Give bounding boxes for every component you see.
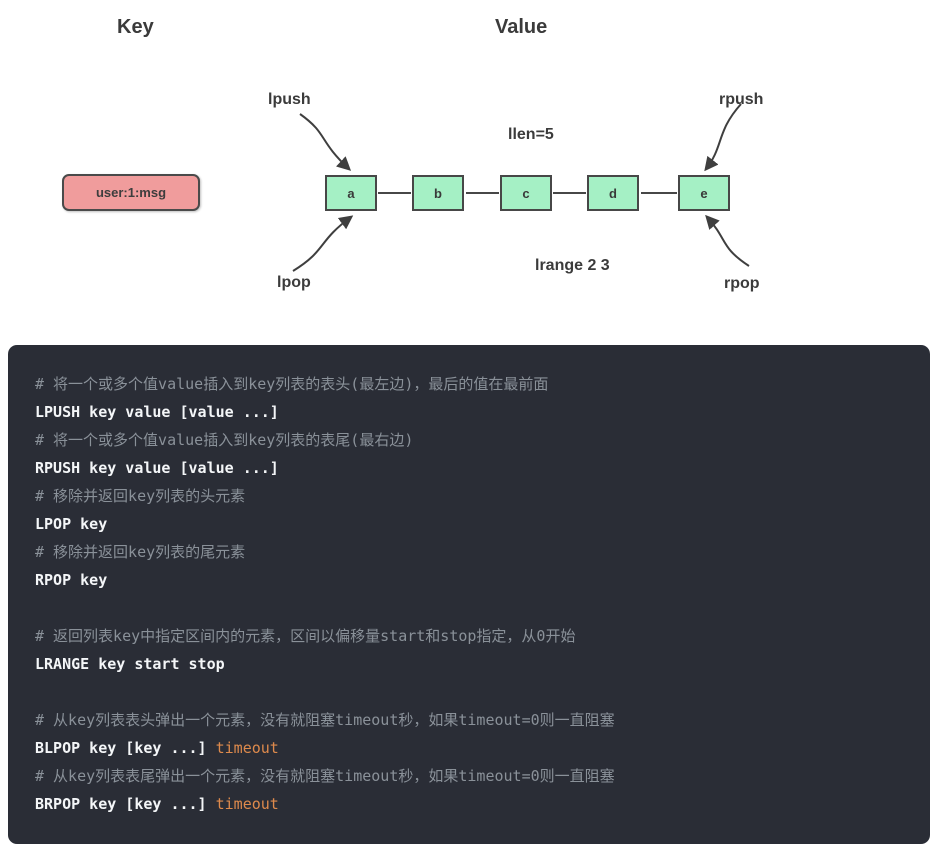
command-text: LPOP key (35, 515, 108, 533)
code-line: # 返回列表key中指定区间内的元素，区间以偏移量start和stop指定，从0… (35, 622, 910, 650)
timeout-arg: timeout (215, 739, 279, 757)
code-line: LPUSH key value [value ...] (35, 398, 910, 426)
lpop-arrow (292, 215, 354, 272)
code-line: BRPOP key [key ...] timeout (35, 790, 910, 818)
lpop-label: lpop (277, 274, 311, 291)
value-column-title: Value (495, 16, 548, 38)
code-line: LPOP key (35, 510, 910, 538)
redis-list-diagram: Key Value user:1:msg a b c d e lpush rpu… (0, 0, 938, 345)
timeout-arg: timeout (215, 795, 279, 813)
code-line: # 从key列表表尾弹出一个元素，没有就阻塞timeout秒，如果timeout… (35, 762, 910, 790)
comment-text: # 从key列表表尾弹出一个元素，没有就阻塞timeout秒，如果timeout… (35, 767, 615, 785)
code-line-blank (35, 678, 910, 706)
code-line: # 移除并返回key列表的头元素 (35, 482, 910, 510)
arrow-layer (292, 103, 750, 272)
comment-text: # 将一个或多个值value插入到key列表的表尾(最右边) (35, 431, 414, 449)
list-node-b: b (412, 175, 464, 211)
lpush-arrow (299, 113, 352, 171)
code-line: # 从key列表表头弹出一个元素，没有就阻塞timeout秒，如果timeout… (35, 706, 910, 734)
llen-label: llen=5 (508, 126, 554, 143)
list-node-e: e (678, 175, 730, 211)
command-text: RPOP key (35, 571, 108, 589)
command-text: BRPOP key [key ...] (35, 795, 216, 813)
code-line: # 将一个或多个值value插入到key列表的表尾(最右边) (35, 426, 910, 454)
comment-text: # 将一个或多个值value插入到key列表的表头(最左边)，最后的值在最前面 (35, 375, 549, 393)
rpop-label: rpop (724, 275, 760, 292)
code-line: RPUSH key value [value ...] (35, 454, 910, 482)
code-line: # 将一个或多个值value插入到key列表的表头(最左边)，最后的值在最前面 (35, 370, 910, 398)
lpush-label: lpush (268, 91, 311, 108)
rpush-label: rpush (719, 91, 764, 108)
code-line-blank (35, 594, 910, 622)
comment-text: # 移除并返回key列表的头元素 (35, 487, 246, 505)
list-node-d: d (587, 175, 639, 211)
command-text: BLPOP key [key ...] (35, 739, 216, 757)
key-column-title: Key (117, 16, 154, 38)
comment-text: # 返回列表key中指定区间内的元素，区间以偏移量start和stop指定，从0… (35, 627, 576, 645)
lrange-label: lrange 2 3 (535, 257, 610, 274)
key-node: user:1:msg (62, 174, 200, 211)
list-node-a: a (325, 175, 377, 211)
rpop-arrow (705, 214, 750, 267)
rpush-arrow (704, 103, 742, 172)
comment-text: # 移除并返回key列表的尾元素 (35, 543, 246, 561)
code-line: BLPOP key [key ...] timeout (35, 734, 910, 762)
code-line: RPOP key (35, 566, 910, 594)
code-line: LRANGE key start stop (35, 650, 910, 678)
command-text: LPUSH key value [value ...] (35, 403, 279, 421)
list-node-c: c (500, 175, 552, 211)
code-line: # 移除并返回key列表的尾元素 (35, 538, 910, 566)
code-block: # 将一个或多个值value插入到key列表的表头(最左边)，最后的值在最前面 … (8, 345, 930, 844)
command-text: RPUSH key value [value ...] (35, 459, 279, 477)
command-text: LRANGE key start stop (35, 655, 225, 673)
comment-text: # 从key列表表头弹出一个元素，没有就阻塞timeout秒，如果timeout… (35, 711, 615, 729)
